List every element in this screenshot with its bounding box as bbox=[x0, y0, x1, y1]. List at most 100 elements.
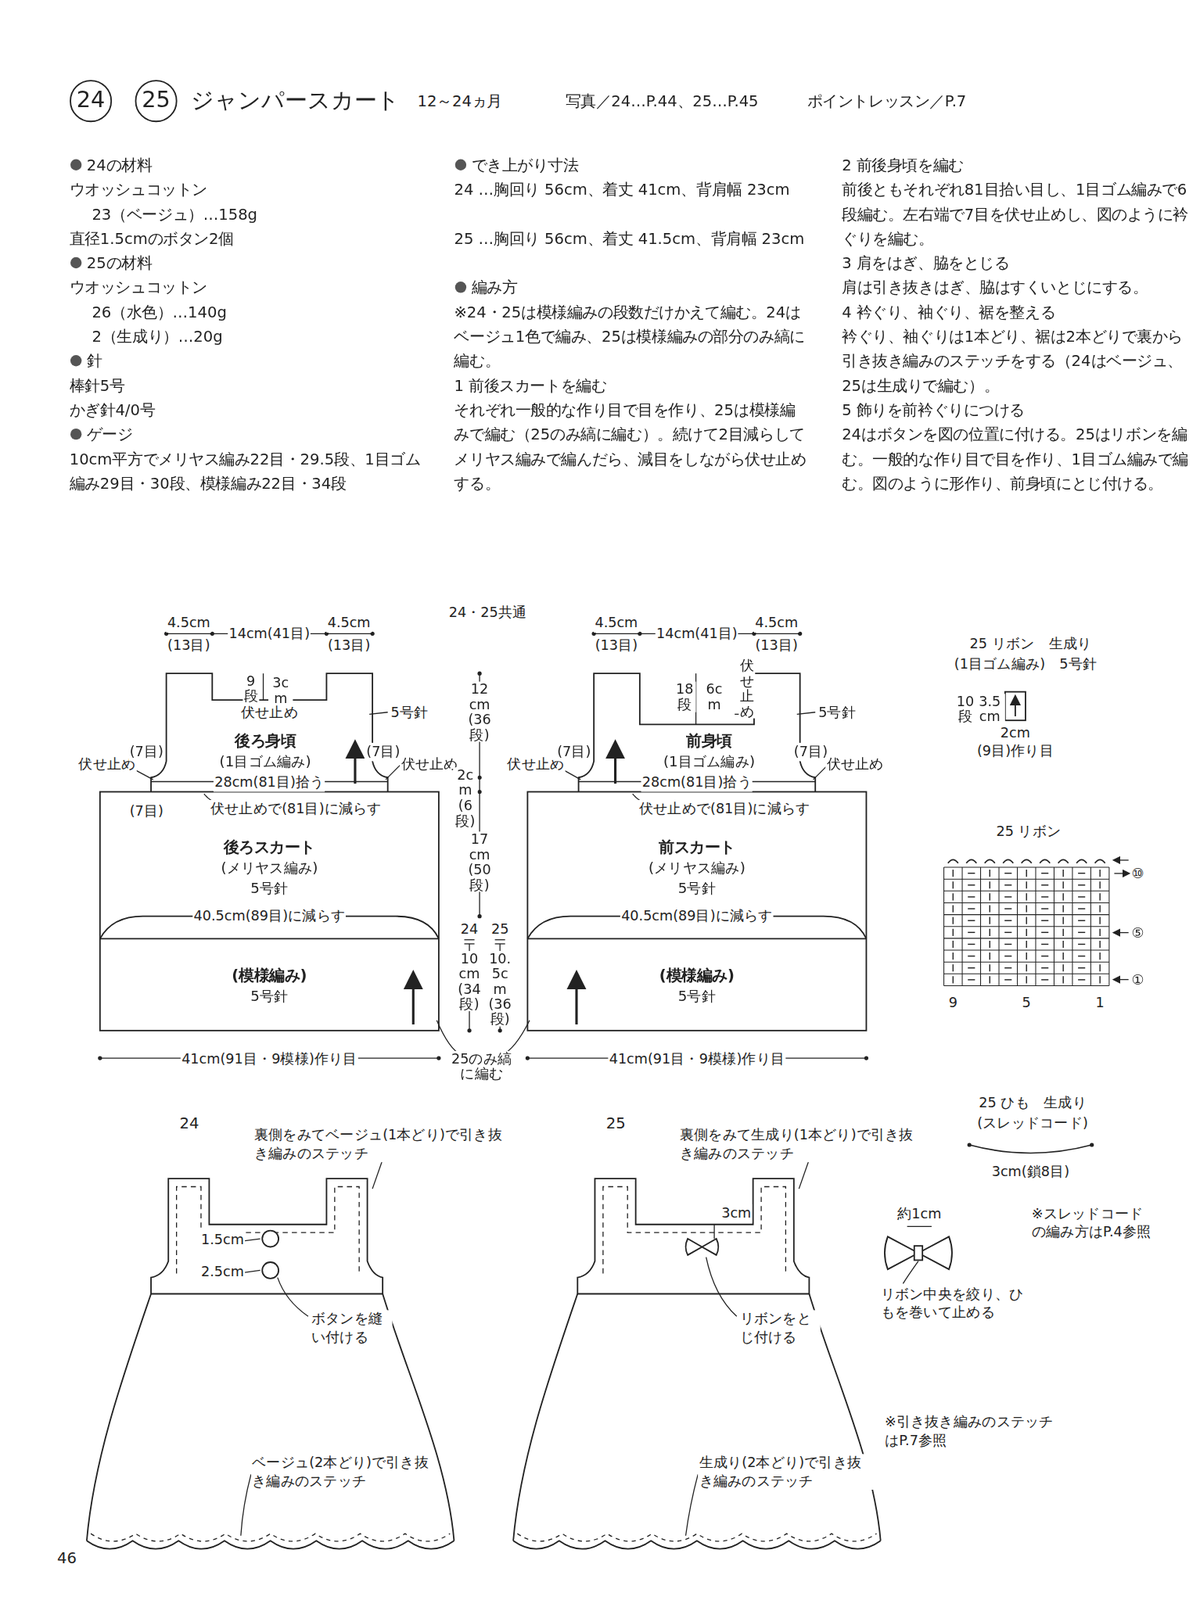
label: 24 bbox=[178, 1114, 201, 1135]
label: 5号針 bbox=[817, 704, 857, 723]
label: 伏せ止め bbox=[399, 755, 460, 774]
part-name: 後ろスカート bbox=[223, 837, 316, 859]
dimension-label: 2cm(6段) bbox=[452, 767, 478, 828]
instruction-text: 針 bbox=[69, 348, 103, 374]
instruction-text: 26（水色）…140g bbox=[91, 300, 227, 325]
label: 28cm(81目)拾う bbox=[213, 773, 326, 792]
instruction-text: ゲージ bbox=[69, 422, 133, 447]
label: 28cm(81目)拾う bbox=[641, 773, 754, 792]
part-note: (1目ゴム編み) bbox=[663, 752, 755, 773]
bodice-panel: 前身頃(1目ゴム編み) bbox=[627, 730, 791, 776]
section-box: (模様編み)5号針 bbox=[527, 938, 866, 1031]
dimension-label: 12cm(36段) bbox=[466, 682, 493, 743]
label: (7目) bbox=[128, 802, 165, 821]
instruction-text: 4 衿ぐり、袖ぐり、裾を整える bbox=[841, 300, 1056, 325]
label: 3cm bbox=[720, 1204, 753, 1223]
dimension-label: 18段 bbox=[673, 682, 697, 713]
instruction-text: 3 肩をはぎ、脇をとじる bbox=[841, 251, 1010, 276]
label: 12～24ヵ月 bbox=[416, 91, 503, 112]
label: ベージュ(2本どり)で引き抜き編みのステッチ bbox=[251, 1454, 432, 1491]
label: リボン中央を絞り、ひもを巻いて止める bbox=[879, 1286, 1024, 1323]
instruction-text: 直径1.5cmのボタン2個 bbox=[69, 226, 234, 252]
label: (13目) bbox=[166, 636, 212, 655]
label: 約1cm bbox=[896, 1205, 943, 1224]
dimension-label: 10段 bbox=[954, 693, 978, 725]
part-note: (メリヤス編み) bbox=[648, 858, 746, 879]
instruction-text: ウオッシュコットン bbox=[69, 275, 208, 300]
label: 4.5cm bbox=[166, 614, 212, 633]
bodice-panel: 後ろ身頃(1目ゴム編み) bbox=[183, 730, 348, 776]
dimension-label: 25のみ縞に編む bbox=[446, 1051, 517, 1082]
part-name: (模様編み) bbox=[231, 965, 307, 987]
dimension-label: 伏せ止め bbox=[738, 658, 755, 719]
part-name: 前身頃 bbox=[686, 730, 733, 752]
label: (スレッドコード) bbox=[976, 1114, 1089, 1133]
instruction-text: 5 飾りを前衿ぐりにつける bbox=[841, 398, 1025, 423]
label: 2.5cm bbox=[200, 1263, 245, 1282]
label: 生成り(2本どり)で引き抜き編みのステッチ bbox=[697, 1454, 874, 1491]
instruction-text: 10cm平方でメリヤス編み22目・29.5段、1目ゴム編み29目・30段、模様編… bbox=[69, 447, 422, 497]
label: ① bbox=[1130, 971, 1145, 990]
dimension-label: 10cm(34段) bbox=[456, 951, 483, 1012]
label: 5 bbox=[1020, 994, 1032, 1013]
label: ⑩ bbox=[1130, 865, 1145, 884]
label: ※引き抜き編みのステッチはP.7参照 bbox=[883, 1413, 1065, 1450]
instruction-text: 肩は引き抜きはぎ、脇はすくいとじにする。 bbox=[841, 275, 1189, 300]
label: 1.5cm bbox=[200, 1231, 245, 1250]
label: ポイントレッスン／P.7 bbox=[805, 91, 967, 112]
label: 40.5cm(89目)に減らす bbox=[192, 907, 346, 926]
label: 14cm(41目) bbox=[655, 625, 739, 644]
label: 24 bbox=[75, 86, 107, 114]
instruction-text: 1 前後スカートを編む bbox=[453, 373, 607, 399]
label: 41cm(91目・9模様)作り目 bbox=[607, 1050, 786, 1069]
label: 41cm(91目・9模様)作り目 bbox=[180, 1050, 359, 1069]
instruction-text: 2（生成り）…20g bbox=[91, 324, 223, 349]
label: (7目) bbox=[128, 743, 165, 762]
label: 4.5cm bbox=[754, 614, 799, 633]
part-note: 5号針 bbox=[678, 987, 716, 1008]
instruction-text: それぞれ一般的な作り目で目を作り、25は模様編みで編む（25のみ縞に編む）。続け… bbox=[453, 398, 806, 496]
instruction-text: ウオッシュコットン bbox=[69, 177, 208, 202]
label: 伏せ止め bbox=[825, 755, 885, 774]
label: (13目) bbox=[593, 636, 639, 655]
label: (13目) bbox=[754, 636, 799, 655]
label: 写真／24…P.44、25…P.45 bbox=[564, 91, 760, 112]
section-box: 前スカート(メリヤス編み)5号針 bbox=[527, 792, 866, 917]
label: 伏せ止め bbox=[240, 704, 300, 723]
label: 24 bbox=[459, 920, 480, 939]
label: 伏せ止めで(81目)に減らす bbox=[637, 800, 811, 819]
dimension-label: 3cm bbox=[268, 675, 293, 707]
label: 裏側をみて生成り(1本どり)で引き抜き編みのステッチ bbox=[678, 1126, 926, 1163]
instruction-text: 衿ぐり、袖ぐりは1本どり、裾は2本どりで裏から引き抜き編みのステッチをする（24… bbox=[841, 324, 1189, 399]
instruction-text: 25 …胸回り 56cm、着丈 41.5cm、背肩幅 23cm bbox=[453, 226, 806, 252]
label: 伏せ止めで(81目)に減らす bbox=[209, 800, 383, 819]
label: ボタンを縫い付ける bbox=[310, 1310, 392, 1347]
page-title: ジャンパースカート bbox=[190, 87, 402, 115]
instruction-text: 25の材料 bbox=[69, 251, 153, 276]
label: (7目) bbox=[793, 743, 830, 762]
label: 25 bbox=[140, 86, 172, 114]
label: (9目)作り目 bbox=[976, 742, 1056, 761]
label: 25 bbox=[490, 920, 511, 939]
instruction-text: 前後ともそれぞれ81目拾い目し、1目ゴム編みで6段編む。左右端で7目を伏せ止めし… bbox=[841, 177, 1189, 252]
label: 46 bbox=[56, 1549, 79, 1570]
label: 1 bbox=[1094, 994, 1106, 1013]
label: 3cm(鎖8目) bbox=[990, 1163, 1071, 1182]
label: (7目) bbox=[556, 743, 593, 762]
label: 25 ひも 生成り bbox=[977, 1094, 1088, 1113]
instruction-text: 2 前後身頃を編む bbox=[841, 153, 964, 178]
part-name: 前スカート bbox=[658, 837, 736, 859]
dimension-label: 9段 bbox=[242, 673, 259, 705]
instruction-text: 23（ベージュ）…158g bbox=[91, 201, 258, 227]
instruction-text: 24の材料 bbox=[69, 153, 153, 178]
instruction-text: かぎ針4/0号 bbox=[69, 398, 156, 423]
label: 25 bbox=[605, 1114, 628, 1135]
part-note: (1目ゴム編み) bbox=[219, 752, 312, 773]
instruction-text: 棒針5号 bbox=[69, 373, 126, 399]
label: リボンをとじ付ける bbox=[738, 1310, 820, 1347]
dimension-label: 17cm(50段) bbox=[466, 831, 493, 892]
label: (7目) bbox=[365, 743, 402, 762]
label: 2cm bbox=[999, 724, 1032, 743]
instruction-text: でき上がり寸法 bbox=[453, 153, 579, 178]
